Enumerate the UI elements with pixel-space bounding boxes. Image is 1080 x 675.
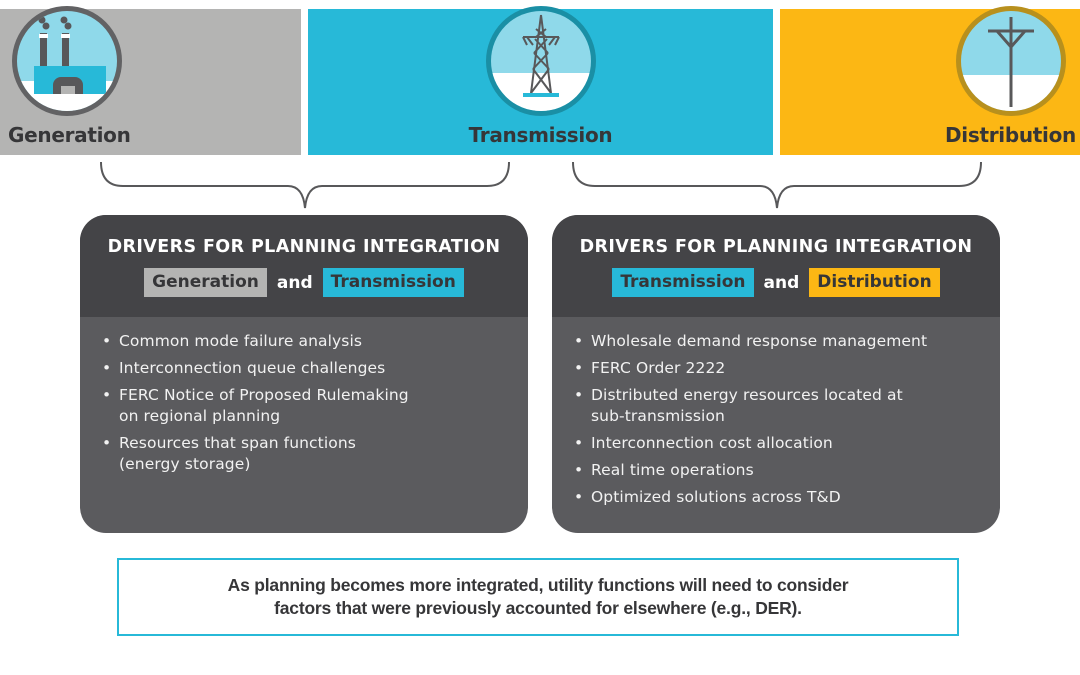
list-item: •FERC Order 2222 [574,359,726,377]
bullet-icon: • [102,332,112,350]
bullet-icon: • [102,434,112,452]
card-tags: Transmission and Distribution [552,268,1000,297]
bullet-icon: • [102,386,112,404]
summary-text: As planning becomes more integrated, uti… [227,575,849,618]
band-label-distribution: Distribution [945,123,1076,147]
card-tags: Generation and Transmission [80,268,528,297]
bullet-icon: • [574,359,584,377]
bullet-icon: • [574,386,584,404]
card-title: DRIVERS FOR PLANNING INTEGRATION [579,237,973,257]
drivers-list: •Common mode failure analysis •Interconn… [80,317,528,475]
list-item: •FERC Notice of Proposed Rulemaking on r… [102,386,409,425]
bullet-icon: • [574,434,584,452]
bullet-icon: • [574,332,584,350]
tag-transmission: Transmission [322,268,464,297]
list-item: •Distributed energy resources located at… [574,386,903,425]
list-item: •Interconnection queue challenges [102,359,386,377]
band-label-generation: Generation [8,123,131,147]
list-item: •Real time operations [574,461,754,479]
utility-pole-icon [956,6,1066,116]
drivers-card-generation-transmission: DRIVERS FOR PLANNING INTEGRATION Generat… [80,215,528,533]
tag-distribution: Distribution [809,268,940,297]
drivers-card-transmission-distribution: DRIVERS FOR PLANNING INTEGRATION Transmi… [552,215,1000,533]
summary-callout: As planning becomes more integrated, uti… [117,558,959,636]
tag-connector: and [763,272,800,293]
power-plant-icon [12,6,122,116]
card-title: DRIVERS FOR PLANNING INTEGRATION [107,237,501,257]
list-item: •Resources that span functions (energy s… [102,434,356,473]
band-label-transmission: Transmission [468,123,613,147]
bullet-icon: • [574,488,584,506]
tag-connector: and [276,272,313,293]
generation-band: Generation [0,6,301,155]
drivers-list: •Wholesale demand response management •F… [552,317,1000,508]
tag-transmission: Transmission [612,268,754,297]
transmission-band: Transmission [308,6,773,155]
transmission-tower-icon [486,6,596,116]
distribution-band: Distribution [780,6,1080,155]
bullet-icon: • [574,461,584,479]
left-brace [100,161,510,209]
card-header: DRIVERS FOR PLANNING INTEGRATION Generat… [80,215,528,317]
right-brace [572,161,982,209]
list-item: •Optimized solutions across T&D [574,488,841,506]
list-item: •Interconnection cost allocation [574,434,833,452]
bullet-icon: • [102,359,112,377]
list-item: •Wholesale demand response management [574,332,928,350]
tag-generation: Generation [144,268,267,297]
card-header: DRIVERS FOR PLANNING INTEGRATION Transmi… [552,215,1000,317]
list-item: •Common mode failure analysis [102,332,363,350]
